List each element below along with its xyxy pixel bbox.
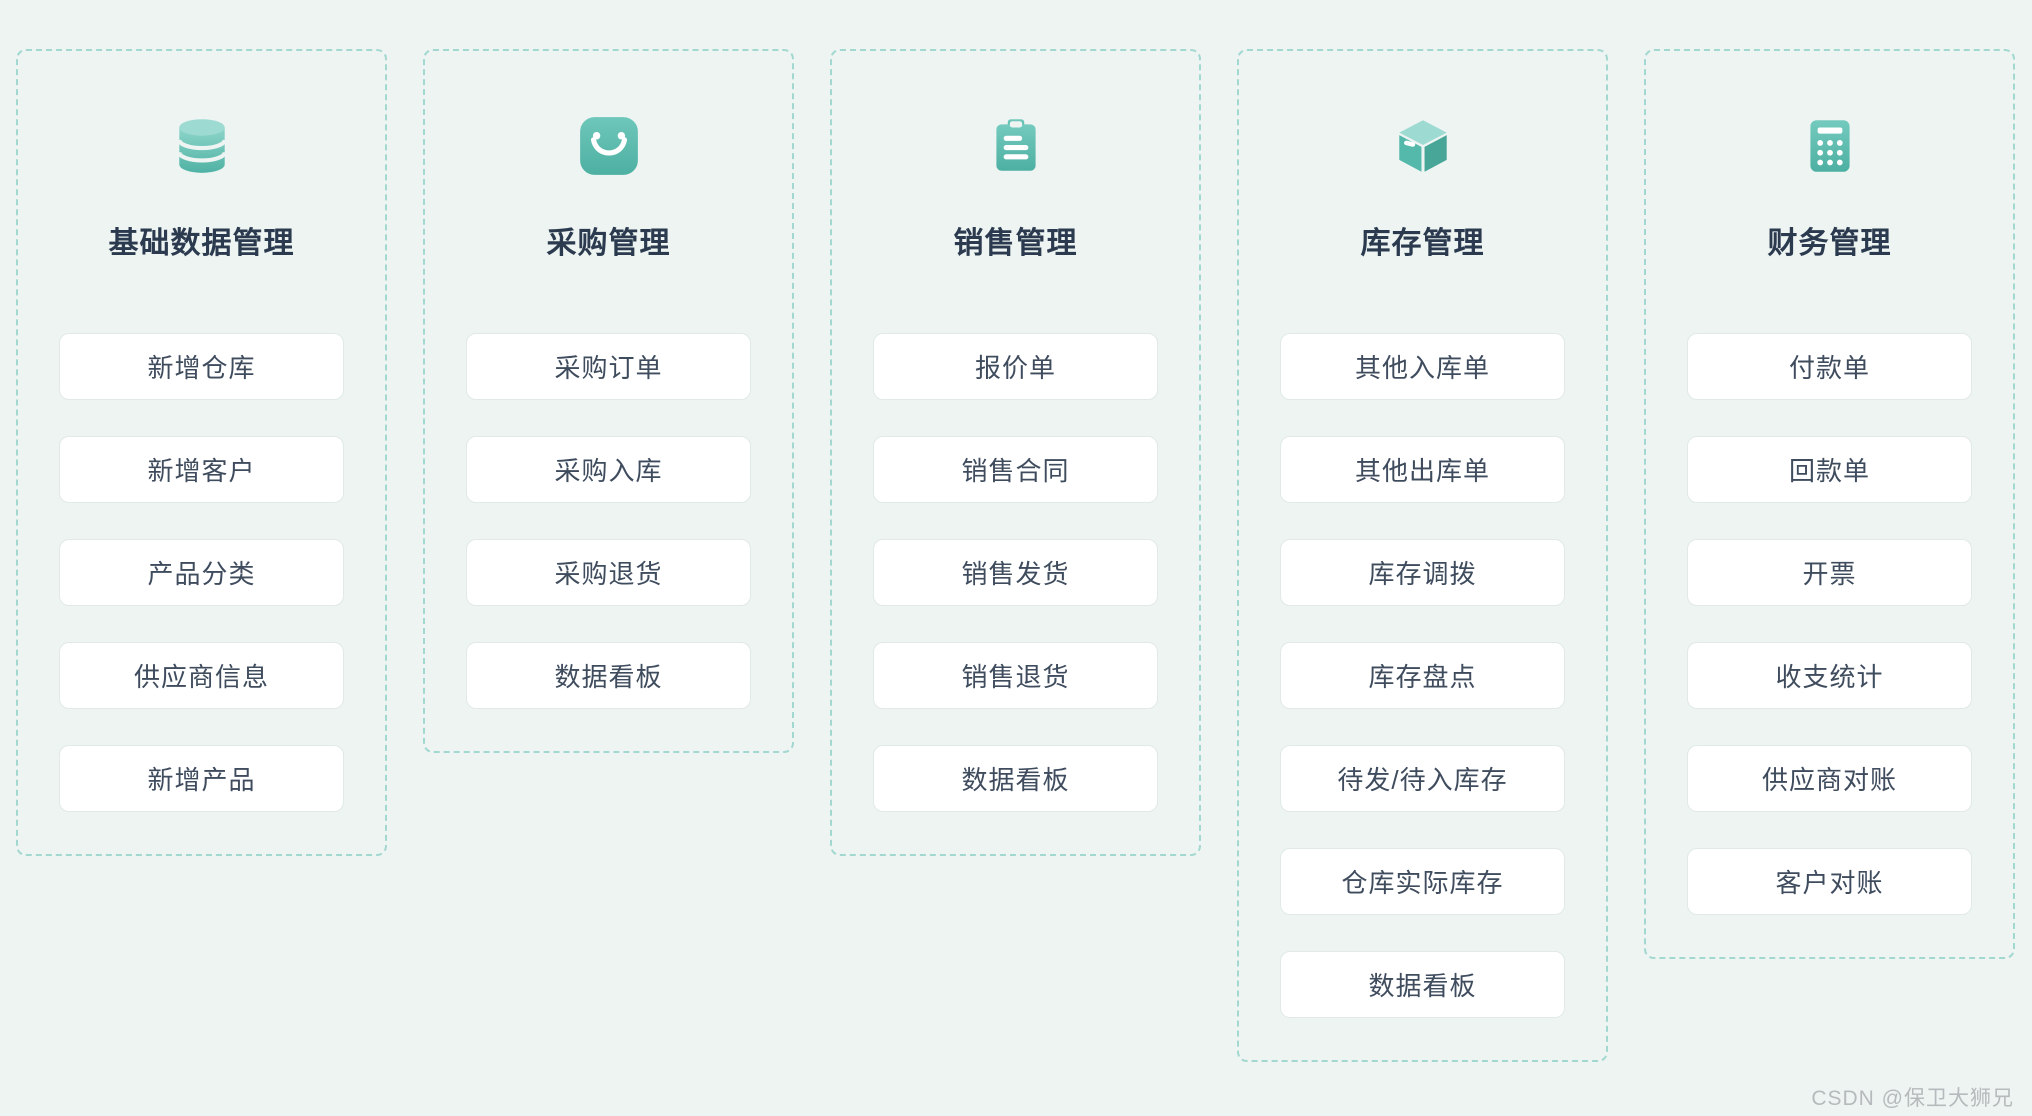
column-basic-data: 基础数据管理 新增仓库 新增客户 产品分类 供应商信息 新增产品 [16,49,387,856]
btn-add-customer[interactable]: 新增客户 [59,436,344,503]
btn-payment-bill[interactable]: 付款单 [1687,333,1972,400]
column-title: 库存管理 [1360,227,1485,260]
button-list: 新增仓库 新增客户 产品分类 供应商信息 新增产品 [59,333,344,812]
box-icon [1389,112,1457,180]
button-list: 付款单 回款单 开票 收支统计 供应商对账 客户对账 [1687,333,1972,915]
btn-stock-taking[interactable]: 库存盘点 [1280,642,1565,709]
btn-other-inbound[interactable]: 其他入库单 [1280,333,1565,400]
btn-sales-contract[interactable]: 销售合同 [873,436,1158,503]
column-title: 财务管理 [1767,227,1892,260]
btn-add-product[interactable]: 新增产品 [59,745,344,812]
button-list: 报价单 销售合同 销售发货 销售退货 数据看板 [873,333,1158,812]
btn-actual-stock[interactable]: 仓库实际库存 [1280,848,1565,915]
btn-invoicing[interactable]: 开票 [1687,539,1972,606]
button-list: 采购订单 采购入库 采购退货 数据看板 [466,333,751,709]
column-title: 采购管理 [546,227,671,260]
btn-pending-stock[interactable]: 待发/待入库存 [1280,745,1565,812]
calculator-icon [1796,112,1864,180]
column-procurement: 采购管理 采购订单 采购入库 采购退货 数据看板 [423,49,794,753]
btn-other-outbound[interactable]: 其他出库单 [1280,436,1565,503]
clipboard-icon [982,112,1050,180]
btn-customer-reconciliation[interactable]: 客户对账 [1687,848,1972,915]
database-icon [168,112,236,180]
feature-board: 基础数据管理 新增仓库 新增客户 产品分类 供应商信息 新增产品 [16,49,2015,1062]
column-finance: 财务管理 付款单 回款单 开票 收支统计 供应商对账 客户对账 [1644,49,2015,959]
button-list: 其他入库单 其他出库单 库存调拨 库存盘点 待发/待入库存 仓库实际库存 数据看… [1280,333,1565,1018]
column-sales: 销售管理 报价单 销售合同 销售发货 销售退货 数据看板 [830,49,1201,856]
btn-product-category[interactable]: 产品分类 [59,539,344,606]
btn-purchase-inbound[interactable]: 采购入库 [466,436,751,503]
btn-sales-return[interactable]: 销售退货 [873,642,1158,709]
shopping-bag-icon [575,112,643,180]
btn-add-warehouse[interactable]: 新增仓库 [59,333,344,400]
btn-data-dashboard[interactable]: 数据看板 [466,642,751,709]
btn-collection-bill[interactable]: 回款单 [1687,436,1972,503]
btn-purchase-return[interactable]: 采购退货 [466,539,751,606]
btn-supplier-info[interactable]: 供应商信息 [59,642,344,709]
btn-supplier-reconciliation[interactable]: 供应商对账 [1687,745,1972,812]
btn-data-dashboard[interactable]: 数据看板 [1280,951,1565,1018]
btn-stock-transfer[interactable]: 库存调拨 [1280,539,1565,606]
column-inventory: 库存管理 其他入库单 其他出库单 库存调拨 库存盘点 待发/待入库存 仓库实际库… [1237,49,1608,1062]
btn-purchase-order[interactable]: 采购订单 [466,333,751,400]
btn-data-dashboard[interactable]: 数据看板 [873,745,1158,812]
btn-sales-shipment[interactable]: 销售发货 [873,539,1158,606]
btn-income-expense-stats[interactable]: 收支统计 [1687,642,1972,709]
column-title: 基础数据管理 [108,227,295,260]
csdn-watermark: CSDN @保卫大狮兄 [1811,1087,2014,1110]
btn-quotation[interactable]: 报价单 [873,333,1158,400]
column-title: 销售管理 [953,227,1078,260]
